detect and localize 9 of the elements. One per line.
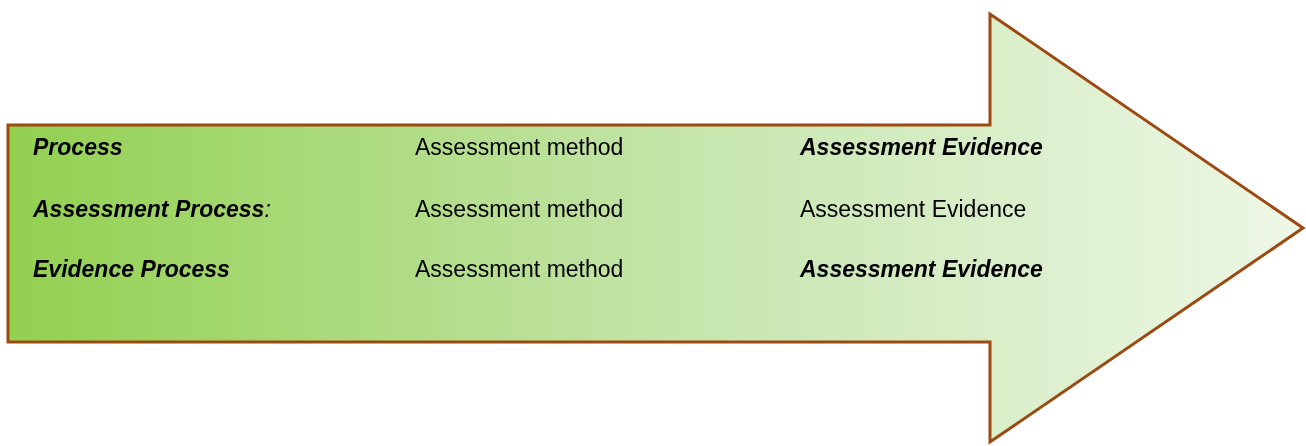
cell-text: Process — [33, 133, 123, 161]
cell-text: Assessment method — [415, 255, 624, 283]
cell-text: Assessment Evidence — [800, 195, 1027, 223]
cell-text: Evidence Process — [33, 255, 230, 283]
cell-text: Assessment method — [415, 195, 624, 223]
cell-text: Assessment Evidence — [800, 255, 1043, 283]
cell-text: Assessment Evidence — [800, 133, 1043, 161]
cell-text: Assessment method — [415, 133, 624, 161]
cell-text: Assessment Process: — [33, 195, 271, 223]
